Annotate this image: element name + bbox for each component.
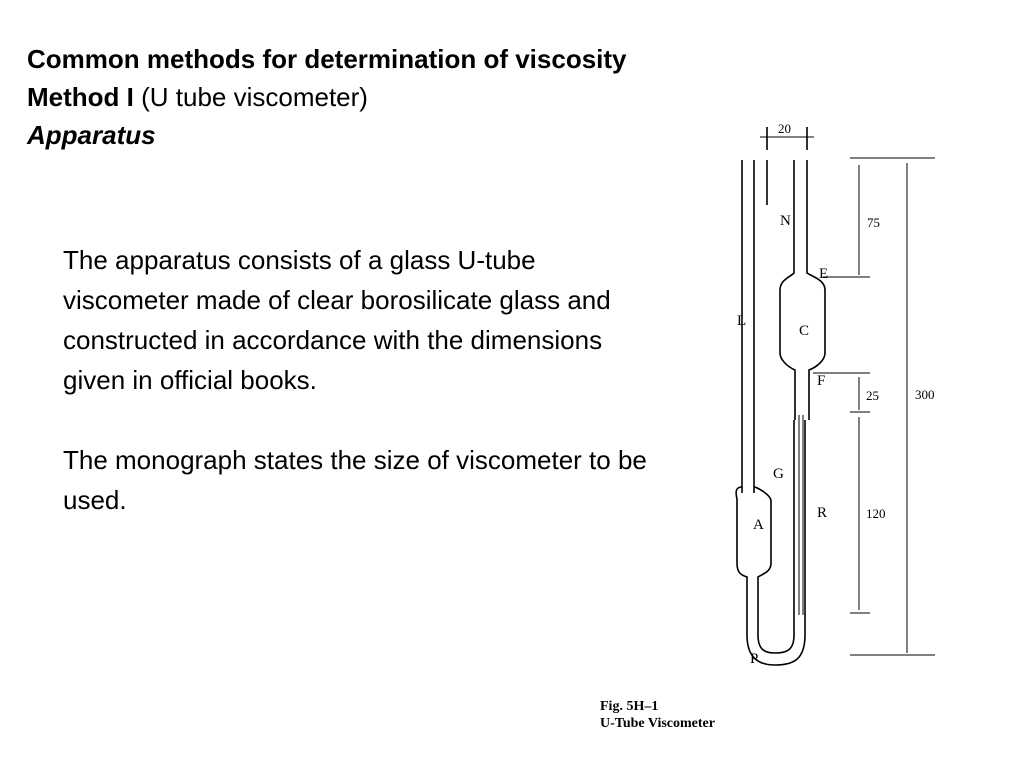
label-G: G <box>773 466 784 482</box>
method-line: Method I (U tube viscometer) <box>27 78 627 116</box>
label-P: P <box>750 651 758 667</box>
slide-heading: Common methods for determination of visc… <box>27 40 627 154</box>
tube-C-left <box>779 160 796 420</box>
tube-left-A-inner <box>753 420 795 654</box>
dim-120-label: 120 <box>866 506 886 521</box>
label-L: L <box>737 313 746 329</box>
label-N: N <box>780 213 791 229</box>
tube-left-A-outer <box>735 420 806 666</box>
dim-25-label: 25 <box>866 388 879 403</box>
slide-title: Common methods for determination of visc… <box>27 44 627 74</box>
viscometer-diagram: 20 75 25 120 300 N E C <box>600 121 935 731</box>
method-description: (U tube viscometer) <box>141 82 368 112</box>
label-C: C <box>799 323 809 339</box>
figure-caption-subtitle: U-Tube Viscometer <box>600 716 715 731</box>
viscometer-figure: 20 75 25 120 300 N E C <box>595 115 955 745</box>
section-heading: Apparatus <box>27 120 156 150</box>
paragraph-2: The monograph states the size of viscome… <box>63 445 647 515</box>
dim-20-label: 20 <box>778 121 791 136</box>
body-text: The apparatus consists of a glass U-tube… <box>63 240 653 560</box>
tube-C-right <box>806 205 826 420</box>
dim-300-label: 300 <box>915 387 935 402</box>
method-label: Method I <box>27 82 134 112</box>
label-F: F <box>817 373 825 389</box>
dim-75-label: 75 <box>867 215 880 230</box>
label-E: E <box>819 266 828 282</box>
label-A: A <box>753 517 764 533</box>
label-R: R <box>817 505 827 521</box>
paragraph-1: The apparatus consists of a glass U-tube… <box>63 245 611 395</box>
figure-caption-title: Fig. 5H–1 <box>600 699 658 714</box>
